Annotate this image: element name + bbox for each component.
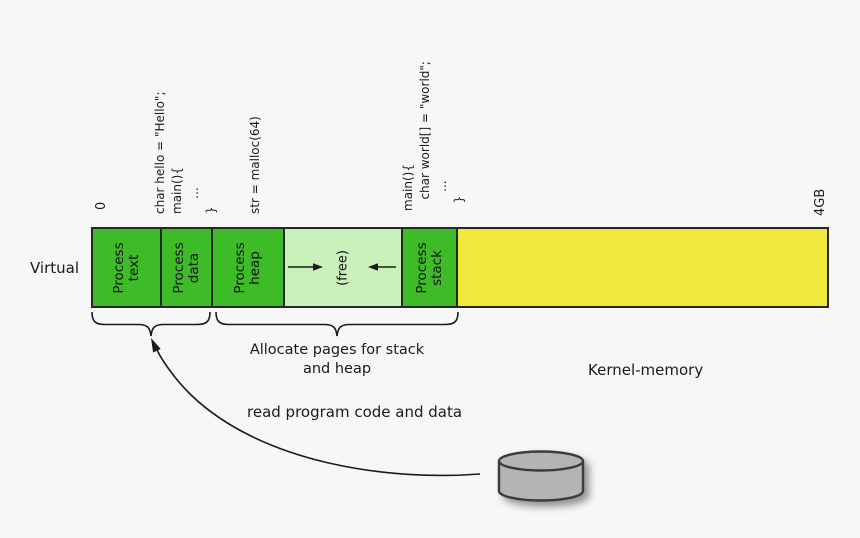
segment-process-heap-label: Process heap bbox=[232, 241, 263, 294]
virtual-memory-bar: Process text Process data Process heap (… bbox=[91, 227, 829, 308]
brace-text-data bbox=[91, 311, 211, 337]
segment-kernel-memory bbox=[458, 229, 827, 306]
segment-process-data: Process data bbox=[162, 229, 213, 306]
segment-process-heap: Process heap bbox=[213, 229, 285, 306]
segment-process-stack-label: Process stack bbox=[413, 241, 445, 294]
code-annotation-stack: main(){ char world[] = "world"; ... } bbox=[401, 61, 466, 211]
segment-free: (free) bbox=[285, 229, 403, 306]
segment-process-data-label: Process data bbox=[170, 241, 202, 294]
segment-free-label: (free) bbox=[335, 249, 351, 286]
segment-process-text-label: Process text bbox=[110, 241, 142, 294]
disk-cylinder-icon bbox=[497, 450, 585, 502]
kernel-memory-caption: Kernel-memory bbox=[588, 361, 704, 379]
allocate-pages-caption: Allocate pages for stack and heap bbox=[249, 342, 425, 377]
axis-end-label: 4GB bbox=[813, 188, 828, 216]
axis-start-label: 0 bbox=[94, 201, 109, 210]
code-annotation-data: char hello = "Hello"; main(){ ... } bbox=[153, 91, 218, 214]
code-annotation-heap: str = malloc(64) bbox=[248, 116, 262, 214]
read-program-caption: read program code and data bbox=[247, 403, 463, 421]
virtual-axis-label: Virtual bbox=[30, 259, 80, 277]
segment-process-stack: Process stack bbox=[403, 229, 458, 306]
brace-heap-stack bbox=[215, 311, 459, 337]
segment-process-text: Process text bbox=[93, 229, 162, 306]
